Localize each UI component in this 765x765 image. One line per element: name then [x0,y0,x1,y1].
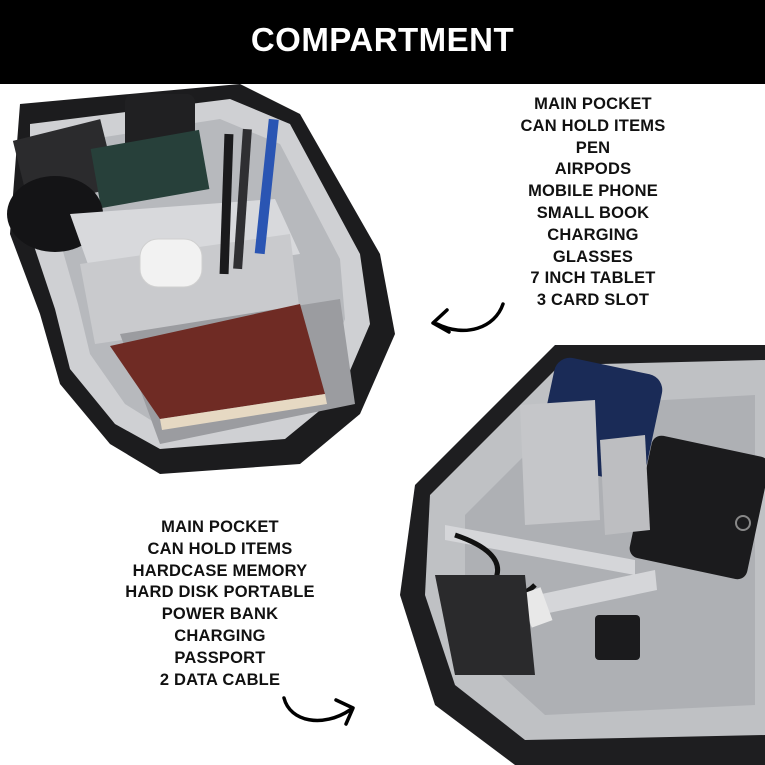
caption-line: SMALL BOOK [536,203,650,222]
caption-bottom: MAIN POCKET CAN HOLD ITEMS HARDCASE MEMO… [95,517,345,691]
caption-line: HARDCASE MEMORY [132,561,308,580]
caption-line: AIRPODS [554,160,632,179]
caption-line: CHARGING [174,626,266,645]
caption-line: PEN [575,138,611,157]
caption-line: GLASSES [552,247,634,266]
header-bar: COMPARTMENT [0,0,765,84]
caption-line: 2 DATA CABLE [159,670,281,689]
backpack-organizer-compartment-photo [395,345,765,765]
caption-line: CHARGING [547,225,639,244]
caption-top: MAIN POCKET CAN HOLD ITEMS PEN AIRPODS M… [468,94,718,312]
caption-line: 3 CARD SLOT [536,291,650,310]
caption-line: PASSPORT [174,648,266,667]
caption-line: HARD DISK PORTABLE [125,583,315,602]
page-title: COMPARTMENT [250,21,515,58]
caption-line: POWER BANK [161,605,279,624]
curved-arrow-right-icon [278,688,362,732]
caption-line: CAN HOLD ITEMS [520,116,666,135]
caption-line: MOBILE PHONE [528,182,658,201]
caption-line: MAIN POCKET [534,95,652,113]
caption-line: 7 INCH TABLET [530,269,656,288]
caption-line: CAN HOLD ITEMS [147,539,293,558]
caption-line: MAIN POCKET [161,518,279,536]
backpack-top-compartment-photo [0,84,400,484]
curved-arrow-left-icon [425,298,507,344]
